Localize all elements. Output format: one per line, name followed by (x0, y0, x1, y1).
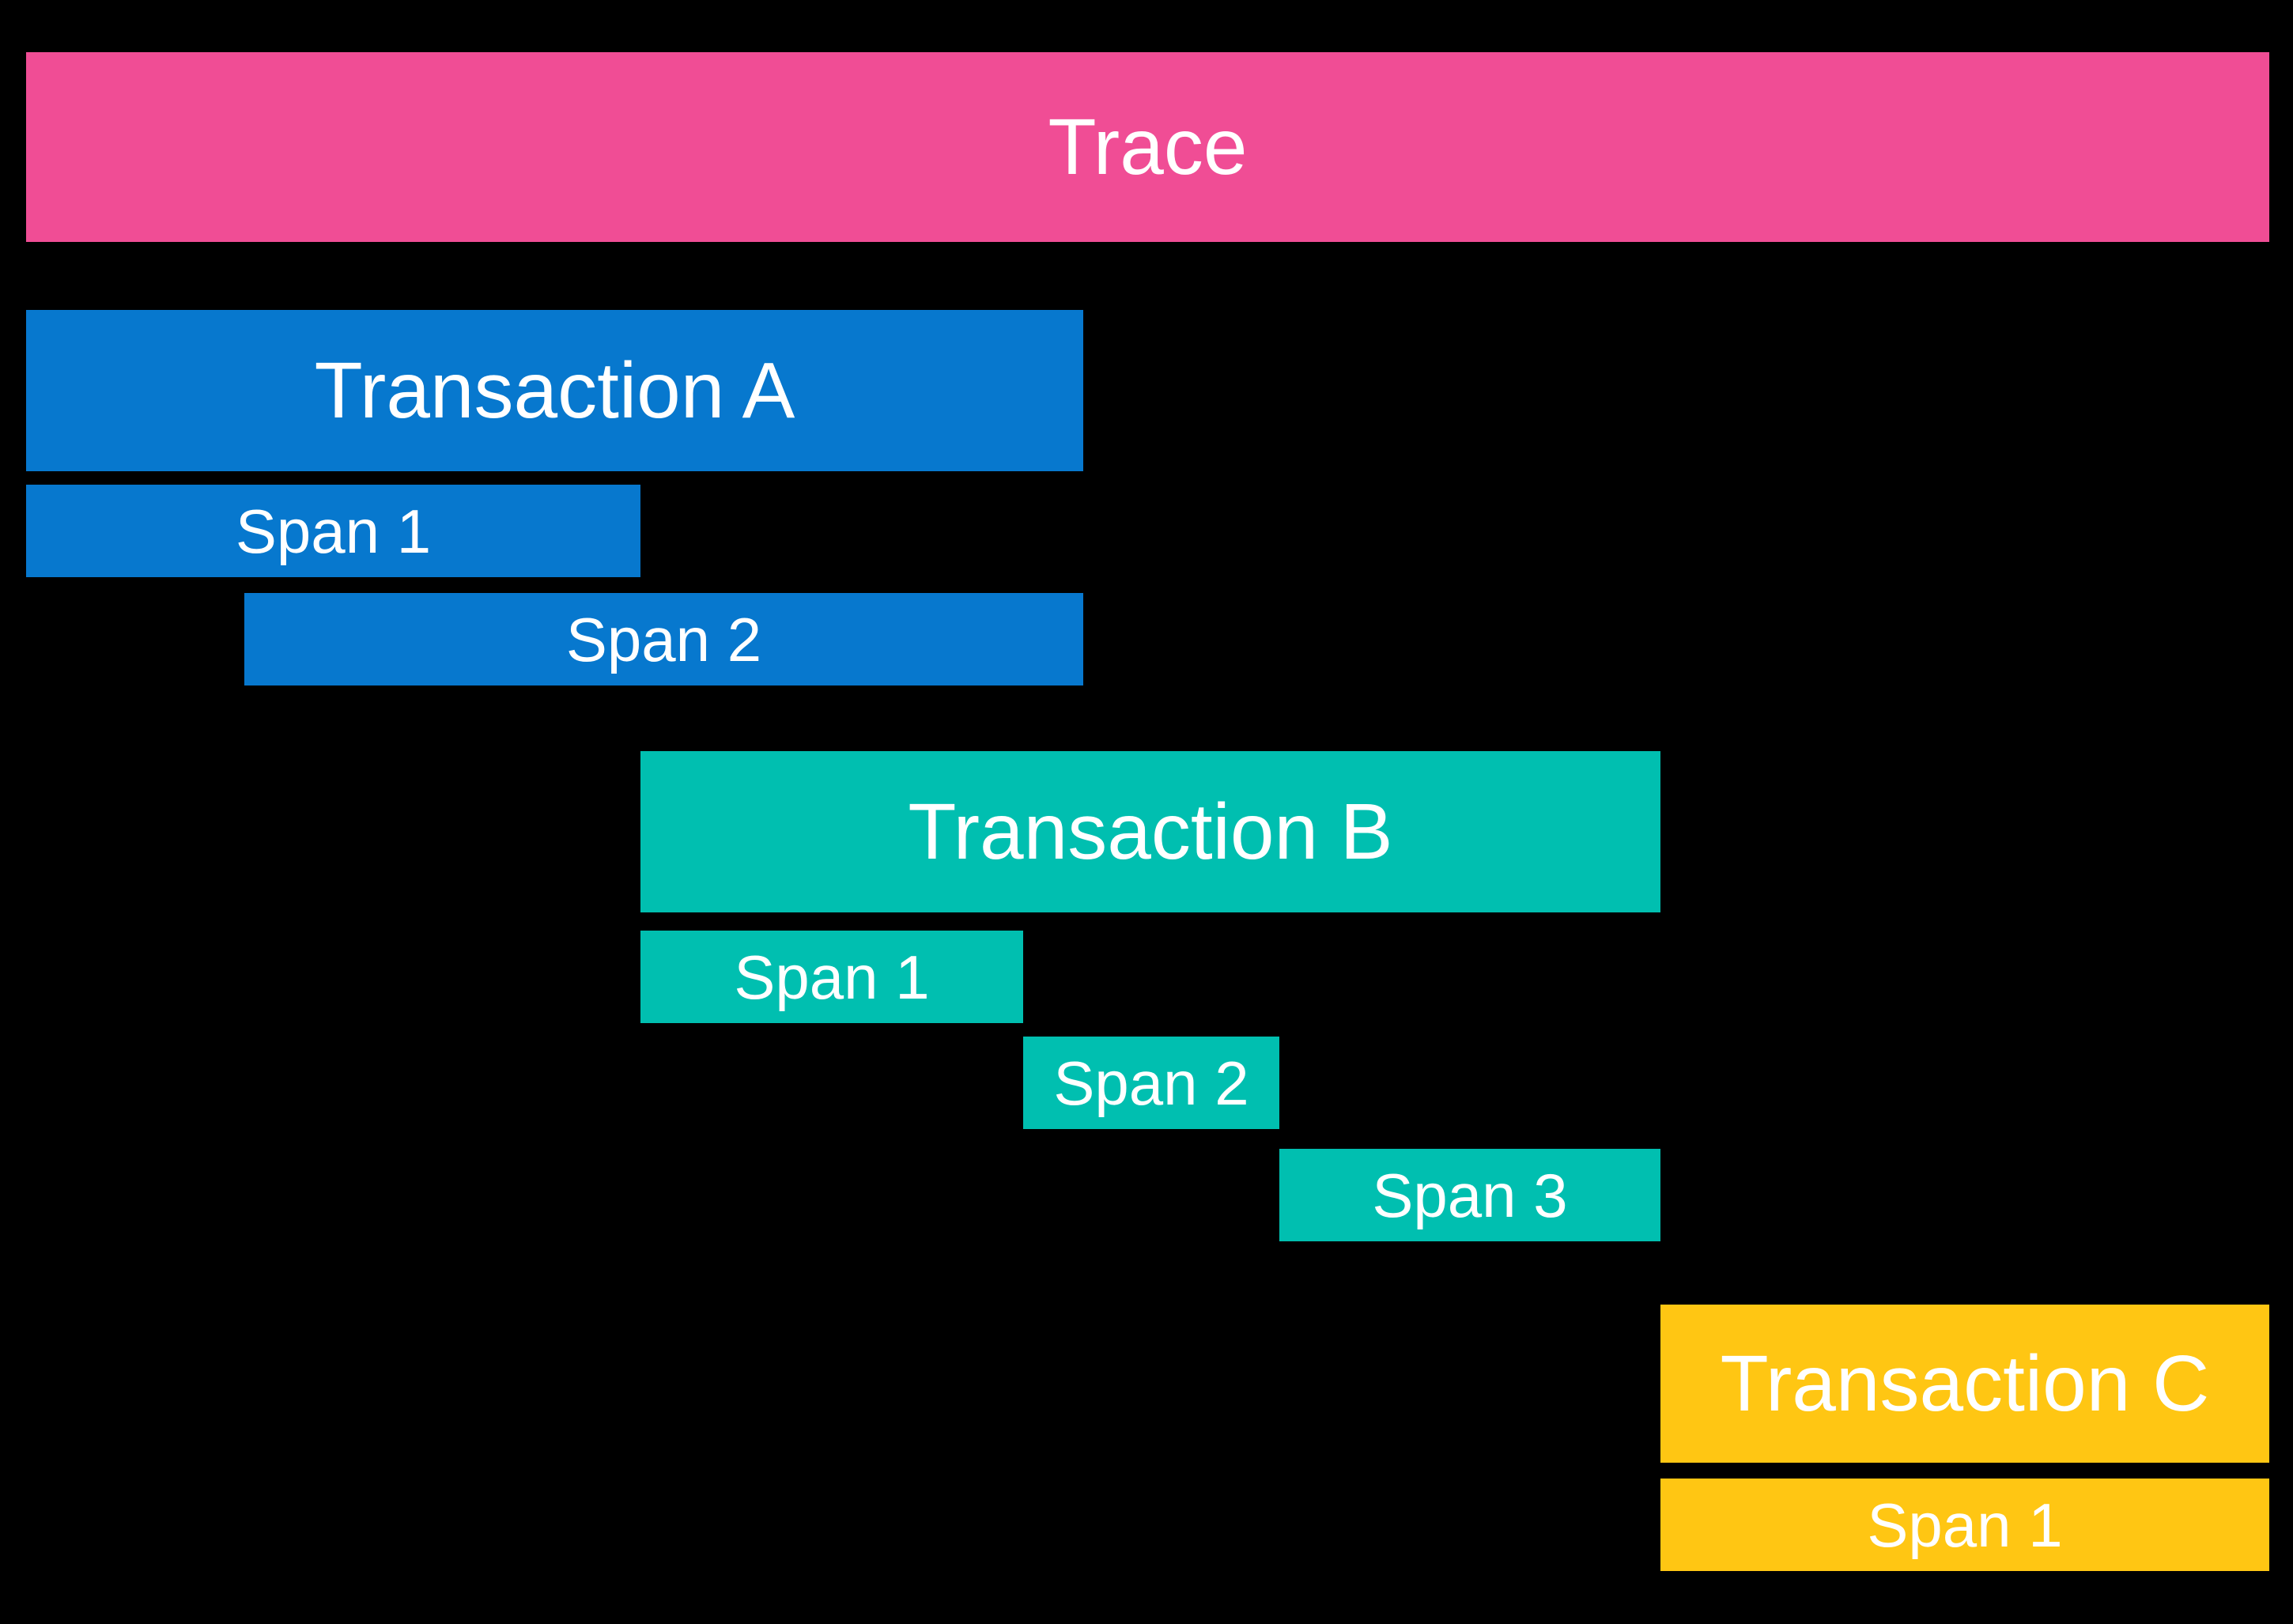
transaction-a-span-1-bar: Span 1 (26, 485, 640, 577)
transaction-a-span-2-label: Span 2 (565, 604, 762, 674)
transaction-b-span-2-bar: Span 2 (1023, 1037, 1279, 1129)
transaction-a-label: Transaction A (314, 346, 795, 435)
transaction-c-bar: Transaction C (1660, 1305, 2269, 1463)
trace-label: Trace (1048, 103, 1248, 191)
transaction-b-span-1-bar: Span 1 (640, 931, 1023, 1023)
transaction-b-bar: Transaction B (640, 751, 1660, 912)
transaction-c-label: Transaction C (1720, 1339, 2210, 1428)
transaction-c-span-1-label: Span 1 (1867, 1490, 2063, 1560)
transaction-a-span-1-label: Span 1 (235, 496, 432, 566)
transaction-b-span-2-label: Span 2 (1053, 1048, 1249, 1118)
trace-bar: Trace (26, 52, 2269, 242)
transaction-a-span-2-bar: Span 2 (244, 593, 1083, 685)
transaction-a-bar: Transaction A (26, 310, 1083, 471)
transaction-b-span-3-label: Span 3 (1372, 1160, 1568, 1230)
transaction-c-span-1-bar: Span 1 (1660, 1479, 2269, 1571)
transaction-b-label: Transaction B (908, 787, 1393, 876)
transaction-b-span-3-bar: Span 3 (1279, 1149, 1660, 1241)
transaction-b-span-1-label: Span 1 (734, 942, 930, 1012)
